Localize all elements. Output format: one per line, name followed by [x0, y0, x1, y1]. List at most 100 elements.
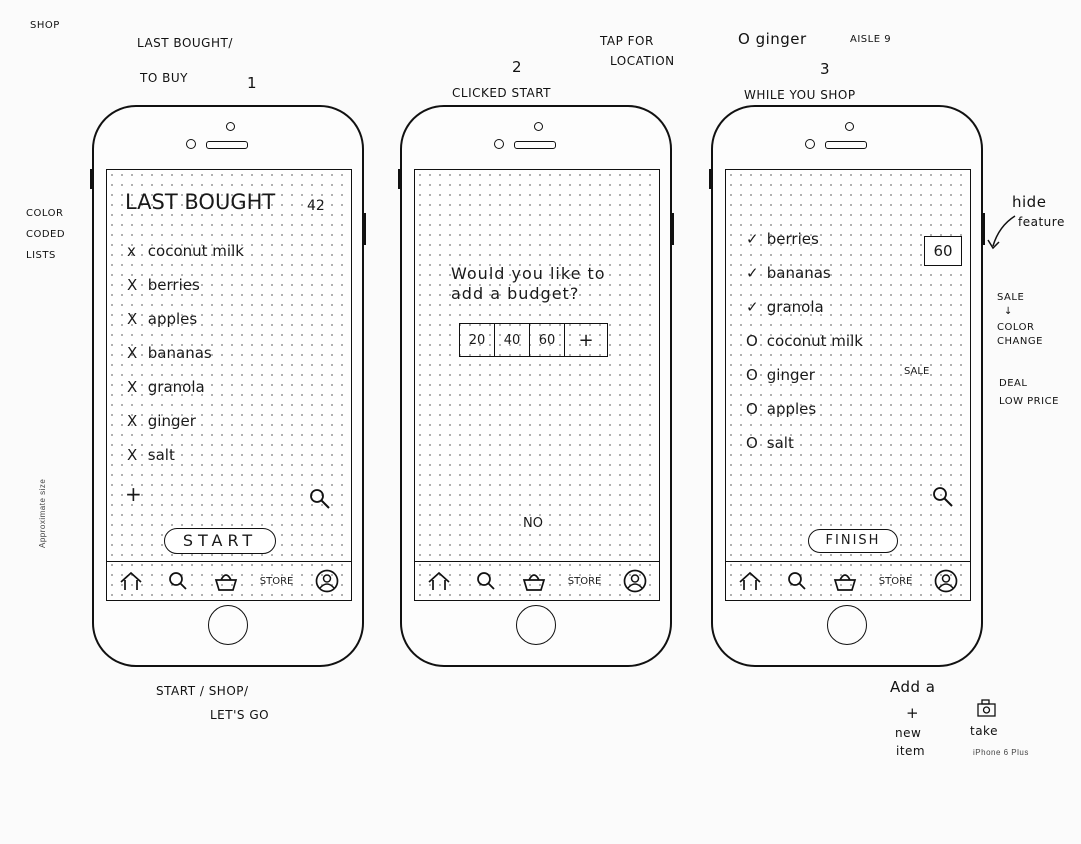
add-item-button[interactable]: + — [125, 482, 142, 506]
annotation-iphone: iPhone 6 Plus — [973, 748, 1029, 757]
search-icon[interactable] — [932, 486, 954, 508]
tab-search[interactable] — [782, 566, 812, 596]
budget-option-60[interactable]: 60 — [530, 324, 565, 356]
item-mark[interactable]: x — [127, 242, 136, 260]
item-mark[interactable]: X — [127, 446, 138, 464]
tab-search[interactable] — [471, 566, 501, 596]
item-mark[interactable]: X — [127, 276, 138, 294]
tab-basket[interactable] — [211, 566, 241, 596]
item-label: bananas — [766, 264, 831, 282]
tab-profile[interactable] — [312, 566, 342, 596]
basket-icon — [522, 574, 546, 591]
search-icon[interactable] — [309, 488, 331, 510]
tab-basket[interactable] — [519, 566, 549, 596]
home-button[interactable] — [516, 605, 556, 645]
item-mark[interactable]: ✓ — [746, 298, 759, 316]
tab-store[interactable]: STORE — [567, 566, 603, 596]
list-item[interactable]: x coconut milk — [127, 242, 244, 260]
item-mark[interactable]: ✓ — [746, 264, 759, 282]
tab-profile[interactable] — [931, 566, 961, 596]
home-button[interactable] — [827, 605, 867, 645]
profile-icon — [315, 569, 339, 593]
item-label: ginger — [766, 366, 815, 384]
item-mark[interactable]: O — [746, 434, 758, 452]
item-mark[interactable]: X — [127, 378, 138, 396]
tab-home[interactable] — [424, 566, 454, 596]
list-item[interactable]: X ginger — [127, 412, 196, 430]
item-label: coconut milk — [147, 242, 244, 260]
item-mark[interactable]: O — [746, 400, 758, 418]
sensor-dot — [845, 122, 854, 131]
page-title: LAST BOUGHT — [125, 190, 276, 214]
annotation-new: new — [895, 726, 922, 740]
annotation-sale-arrow: ↓ — [1004, 306, 1013, 317]
item-mark[interactable]: O — [746, 332, 758, 350]
item-mark[interactable]: X — [127, 344, 138, 362]
annotation-ginger: O ginger — [738, 30, 807, 48]
annotation-step-2: 2 — [512, 58, 523, 76]
item-mark[interactable]: ✓ — [746, 230, 759, 248]
search-icon — [788, 572, 807, 590]
list-item[interactable]: O salt — [746, 434, 794, 452]
annotation-aisle: AISLE 9 — [850, 34, 892, 45]
tab-store[interactable]: STORE — [259, 566, 295, 596]
tab-home[interactable] — [116, 566, 146, 596]
item-mark[interactable]: O — [746, 366, 758, 384]
list-item[interactable]: ✓ granola — [746, 298, 824, 316]
finish-button[interactable]: FINISH — [808, 529, 898, 553]
budget-option-add[interactable]: + — [578, 329, 594, 351]
list-item[interactable]: X granola — [127, 378, 205, 396]
annotation-arrow-icon — [987, 215, 1016, 250]
screen-budget: Would you like to add a budget? 20 40 60… — [414, 169, 660, 601]
tab-basket[interactable] — [830, 566, 860, 596]
annotation-lets-go: LET'S GO — [210, 708, 270, 722]
speaker-grille — [206, 141, 248, 149]
tab-profile[interactable] — [620, 566, 650, 596]
item-label: berries — [766, 230, 819, 248]
tab-store-label: STORE — [878, 575, 913, 587]
list-item[interactable]: X bananas — [127, 344, 212, 362]
item-label: coconut milk — [766, 332, 863, 350]
item-mark[interactable]: X — [127, 310, 138, 328]
start-button[interactable]: START — [164, 528, 276, 554]
camera-icon — [977, 699, 996, 717]
item-label: ginger — [147, 412, 196, 430]
item-mark[interactable]: X — [127, 412, 138, 430]
phone-frame-2: Would you like to add a budget? 20 40 60… — [398, 105, 674, 667]
tab-home[interactable] — [735, 566, 765, 596]
basket-icon — [833, 574, 857, 591]
item-label: berries — [147, 276, 200, 294]
budget-option-20[interactable]: 20 — [460, 324, 495, 356]
tab-store[interactable]: STORE — [878, 566, 914, 596]
budget-box[interactable]: 60 — [924, 236, 962, 266]
no-budget-button[interactable]: NO — [523, 516, 543, 531]
list-item[interactable]: O ginger — [746, 366, 815, 384]
home-icon — [428, 571, 450, 590]
item-label: granola — [147, 378, 205, 396]
list-item[interactable]: O coconut milk — [746, 332, 863, 350]
annotation-color: COLOR — [26, 208, 64, 219]
home-button[interactable] — [208, 605, 248, 645]
list-item[interactable]: ✓ bananas — [746, 264, 831, 282]
annotation-change: CHANGE — [997, 336, 1043, 347]
tab-search[interactable] — [163, 566, 193, 596]
list-item[interactable]: O apples — [746, 400, 816, 418]
list-item[interactable]: ✓ berries — [746, 230, 819, 248]
annotation-feature: feature — [1018, 215, 1065, 229]
search-icon — [169, 572, 188, 590]
annotation-coded: CODED — [26, 229, 66, 240]
search-icon — [477, 572, 496, 590]
annotation-while-shop: WHILE YOU SHOP — [744, 88, 856, 102]
annotation-deal: DEAL — [999, 378, 1028, 389]
annotation-clicked-start: CLICKED START — [452, 86, 552, 100]
list-item[interactable]: X apples — [127, 310, 197, 328]
annotation-hide: hide — [1012, 193, 1047, 211]
annotation-item: item — [896, 744, 926, 758]
item-label: bananas — [147, 344, 212, 362]
tab-bar: STORE — [415, 561, 659, 600]
list-item[interactable]: X berries — [127, 276, 200, 294]
tab-bar: STORE — [726, 561, 970, 600]
budget-option-40[interactable]: 40 — [495, 324, 530, 356]
list-item[interactable]: X salt — [127, 446, 175, 464]
